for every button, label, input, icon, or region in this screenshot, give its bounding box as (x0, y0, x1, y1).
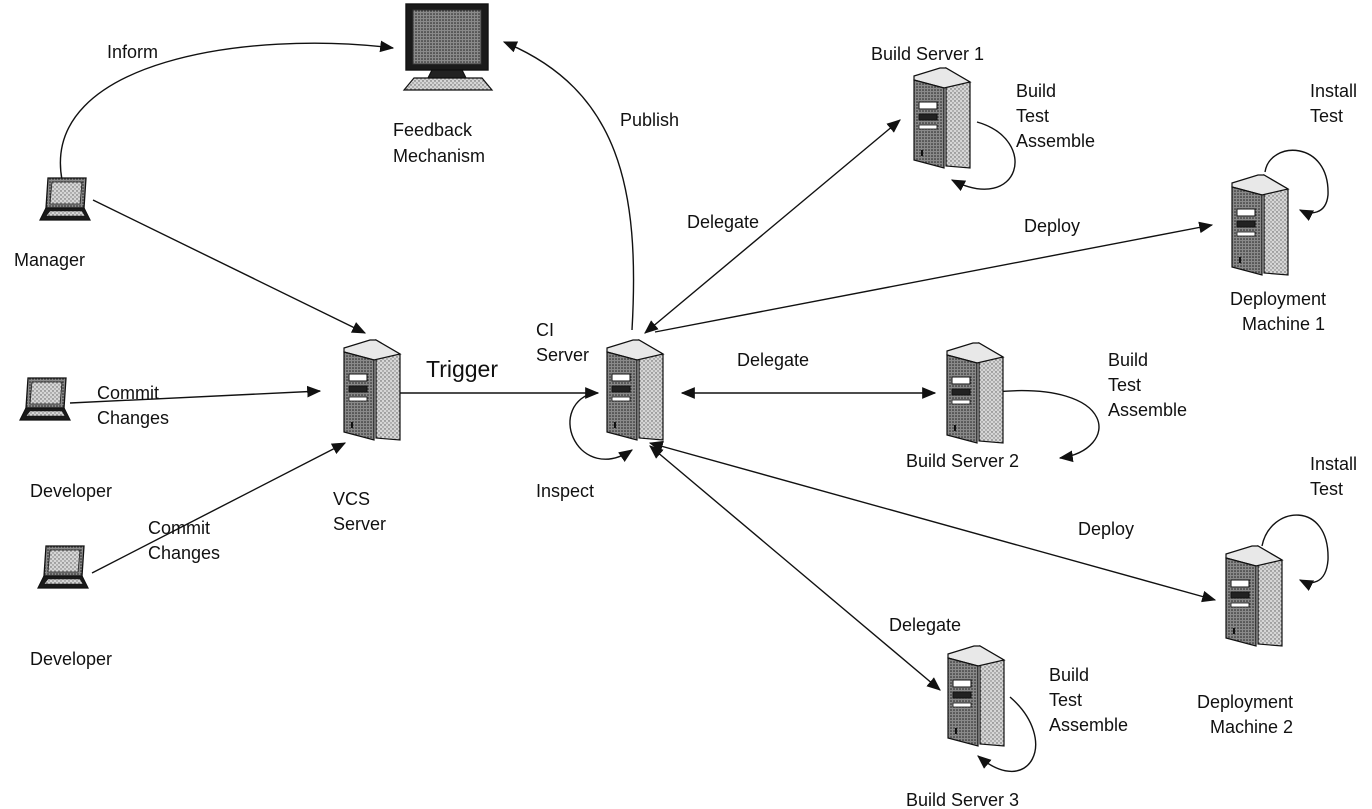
publish-label-line: Publish (620, 110, 679, 130)
commit-changes-2-label: Commit Changes (148, 518, 220, 563)
tasks-label-line: Install (1310, 81, 1357, 101)
server-tower-icon (913, 66, 972, 169)
build-server-2-label-line: Build Server 2 (906, 451, 1019, 471)
delegate-build-server-3-arrow (649, 445, 941, 691)
deployment-machine-1-loop-arrow (1264, 149, 1329, 221)
trigger-label: Trigger (426, 356, 498, 382)
tasks-label-line: Assemble (1108, 400, 1187, 420)
manager-to-vcs-arrow (92, 199, 367, 334)
feedback-label-line: Mechanism (393, 146, 485, 166)
build-server-3-tasks-label: Build Test Assemble (1049, 665, 1128, 735)
edges (59, 40, 1217, 691)
laptop-icon (19, 377, 71, 421)
inspect-label: Inspect (536, 481, 594, 501)
deployment-machine-2-label: Deployment Machine 2 (1197, 692, 1298, 737)
delegate-label-line: Delegate (737, 350, 809, 370)
delegate-label-line: Delegate (687, 212, 759, 232)
tasks-label-line: Build (1016, 81, 1056, 101)
commit-label-line: Commit (97, 383, 159, 403)
deployment-machine-2-loop-arrow (1261, 514, 1329, 591)
tasks-label-line: Test (1310, 479, 1343, 499)
inform-label: Inform (107, 42, 158, 62)
deploy-2-label: Deploy (1078, 519, 1134, 539)
vcs-server-label: VCS Server (333, 489, 386, 534)
laptop-icon (39, 177, 91, 221)
build-server-1-label: Build Server 1 (871, 44, 984, 64)
laptop-icon (37, 545, 89, 589)
server-tower-icon (343, 338, 402, 441)
tasks-label-line: Assemble (1049, 715, 1128, 735)
delegate-3-label: Delegate (889, 615, 961, 635)
self-loops (569, 121, 1329, 773)
ci-label-line: CI (536, 320, 554, 340)
build-server-2-loop-arrow (993, 390, 1100, 463)
vcs-label-line: VCS (333, 489, 370, 509)
build-server-1-loop-arrow (950, 121, 1016, 192)
build-server-3-loop-arrow (977, 696, 1037, 773)
monitor-icon (402, 3, 494, 91)
server-tower-icon (947, 644, 1006, 747)
delegate-1-label: Delegate (687, 212, 759, 232)
tasks-label-line: Test (1016, 106, 1049, 126)
inform-arrow (59, 40, 395, 181)
build-server-3-label-line: Build Server 3 (906, 790, 1019, 809)
delegate-build-server-1-arrow (644, 119, 901, 334)
build-server-2-label: Build Server 2 (906, 451, 1019, 471)
feedback-label-line: Feedback (393, 120, 473, 140)
tasks-label-line: Build (1049, 665, 1089, 685)
commit-label-line: Commit (148, 518, 210, 538)
commit-changes-1-arrow (69, 385, 322, 404)
feedback-mechanism-label: Feedback Mechanism (393, 120, 485, 166)
tasks-label-line: Build (1108, 350, 1148, 370)
tasks-label-line: Test (1310, 106, 1343, 126)
commit-label-line: Changes (148, 543, 220, 563)
deployment-machine-1-tasks-label: Install Test (1310, 81, 1362, 126)
publish-arrow (502, 41, 635, 331)
deployment-machine-1-label-line: Machine 1 (1242, 314, 1325, 334)
vcs-label-line: Server (333, 514, 386, 534)
manager-label: Manager (14, 250, 85, 270)
commit-label-line: Changes (97, 408, 169, 428)
tasks-label-line: Install (1310, 454, 1357, 474)
delegate-2-label: Delegate (737, 350, 809, 370)
node-icons (19, 3, 1290, 747)
trigger-label-line: Trigger (426, 356, 498, 382)
deployment-machine-1-label-line: Deployment (1230, 289, 1326, 309)
tasks-label-line: Test (1049, 690, 1082, 710)
server-tower-icon (1231, 173, 1290, 276)
deploy-machine-1-arrow (654, 221, 1214, 333)
inform-label-line: Inform (107, 42, 158, 62)
ci-label-line: Server (536, 345, 589, 365)
commit-changes-1-label: Commit Changes (97, 383, 169, 428)
deployment-machine-2-tasks-label: Install Test (1310, 454, 1362, 499)
developer-label-line: Developer (30, 649, 112, 669)
ci-server-label: CI Server (536, 320, 589, 365)
server-tower-icon (606, 338, 665, 441)
tasks-label-line: Assemble (1016, 131, 1095, 151)
labels: Feedback Mechanism Manager Developer Dev… (14, 42, 1362, 809)
deploy-label-line: Deploy (1078, 519, 1134, 539)
build-server-3-label: Build Server 3 (906, 790, 1019, 809)
deployment-machine-2-label-line: Machine 2 (1210, 717, 1293, 737)
build-server-2-tasks-label: Build Test Assemble (1108, 350, 1187, 420)
developer-label-line: Developer (30, 481, 112, 501)
inspect-label-line: Inspect (536, 481, 594, 501)
manager-label-line: Manager (14, 250, 85, 270)
publish-label: Publish (620, 110, 679, 130)
inspect-loop-arrow (569, 392, 633, 462)
build-server-1-label-line: Build Server 1 (871, 44, 984, 64)
build-server-1-tasks-label: Build Test Assemble (1016, 81, 1095, 151)
deployment-machine-2-label-line: Deployment (1197, 692, 1293, 712)
tasks-label-line: Test (1108, 375, 1141, 395)
delegate-label-line: Delegate (889, 615, 961, 635)
developer-2-label: Developer (30, 649, 112, 669)
server-tower-icon (946, 341, 1005, 444)
deployment-machine-1-label: Deployment Machine 1 (1230, 289, 1331, 334)
deploy-label-line: Deploy (1024, 216, 1080, 236)
server-tower-icon (1225, 544, 1284, 647)
developer-1-label: Developer (30, 481, 112, 501)
deploy-1-label: Deploy (1024, 216, 1080, 236)
commit-changes-2-arrow (91, 442, 347, 574)
